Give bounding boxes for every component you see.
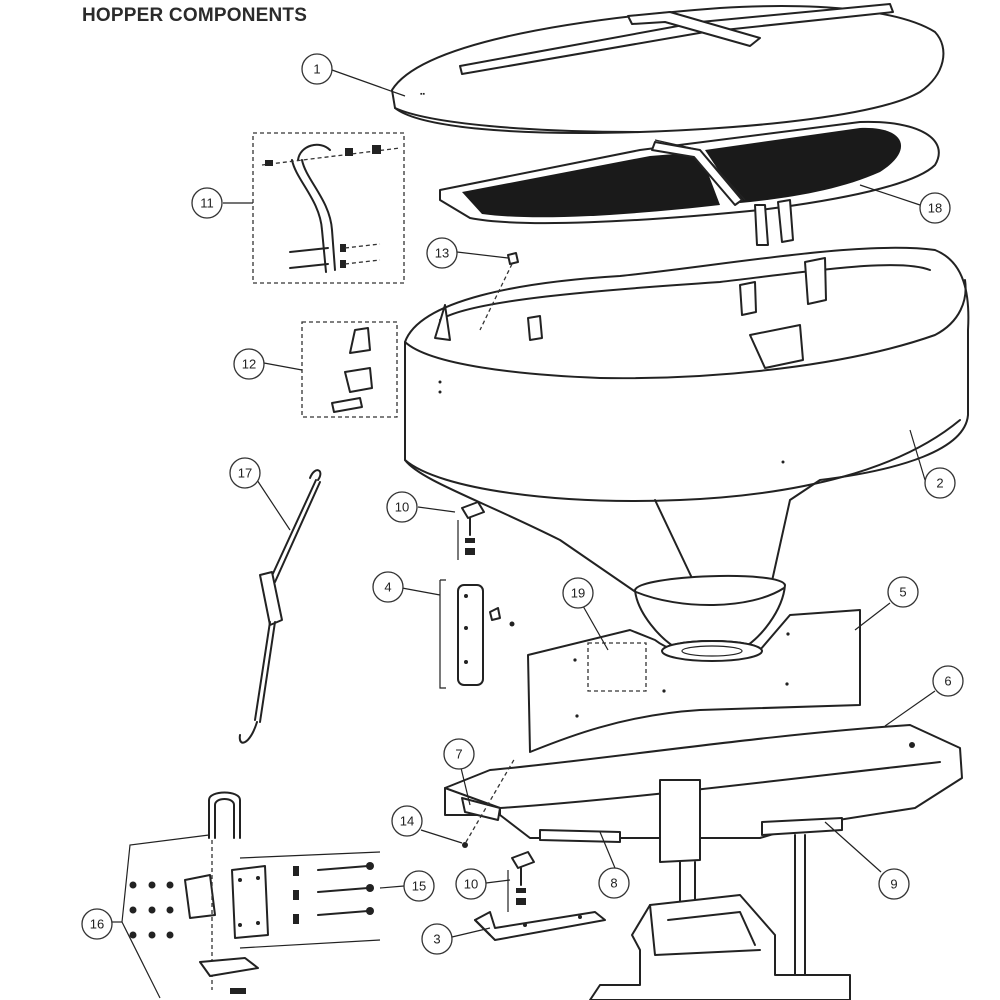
screw-13 bbox=[479, 252, 519, 331]
svg-text:8: 8 bbox=[610, 876, 617, 891]
callout-10-lower: 10 bbox=[455, 868, 487, 900]
callout-17: 17 bbox=[229, 457, 261, 489]
svg-text:5: 5 bbox=[899, 585, 906, 600]
callout-9: 9 bbox=[878, 868, 910, 900]
callout-16: 16 bbox=[81, 908, 113, 940]
u-bolt-kit bbox=[129, 791, 259, 994]
clamp-plate-kit bbox=[184, 851, 381, 949]
callout-19: 19 bbox=[562, 577, 594, 609]
svg-text:17: 17 bbox=[238, 466, 252, 481]
diagram-title: HOPPER COMPONENTS bbox=[82, 5, 308, 26]
svg-text:18: 18 bbox=[928, 201, 942, 216]
svg-text:15: 15 bbox=[412, 879, 426, 894]
callout-1: 1 bbox=[301, 53, 333, 85]
callout-5: 5 bbox=[887, 576, 919, 608]
svg-text:2: 2 bbox=[936, 476, 943, 491]
callout-18: 18 bbox=[919, 192, 951, 224]
callout-2: 2 bbox=[924, 467, 956, 499]
base-mount bbox=[589, 894, 851, 1000]
svg-text:10: 10 bbox=[395, 500, 409, 515]
knob-bolt-upper bbox=[457, 501, 485, 560]
callout-6: 6 bbox=[932, 665, 964, 697]
spacer-block bbox=[439, 579, 515, 689]
hopper-lid: ▪▪ bbox=[391, 3, 945, 134]
hopper-frame bbox=[444, 724, 963, 1000]
decal-area bbox=[587, 642, 647, 692]
bungee-strap bbox=[238, 469, 322, 744]
svg-text:11: 11 bbox=[200, 196, 214, 211]
svg-text:16: 16 bbox=[90, 917, 104, 932]
svg-text:1: 1 bbox=[313, 62, 320, 77]
callout-3: 3 bbox=[421, 923, 453, 955]
hopper-screen bbox=[439, 120, 940, 246]
callout-7: 7 bbox=[443, 738, 475, 770]
svg-text:9: 9 bbox=[890, 877, 897, 892]
callout-13: 13 bbox=[426, 237, 458, 269]
callout-10-upper: 10 bbox=[386, 491, 418, 523]
callout-4: 4 bbox=[372, 571, 404, 603]
svg-text:3: 3 bbox=[433, 932, 440, 947]
svg-text:14: 14 bbox=[400, 814, 414, 829]
svg-text:▪▪: ▪▪ bbox=[420, 91, 425, 98]
handle-kit bbox=[252, 132, 405, 284]
svg-text:19: 19 bbox=[571, 586, 585, 601]
mounting-plate bbox=[527, 609, 861, 753]
callout-15: 15 bbox=[403, 870, 435, 902]
svg-text:7: 7 bbox=[455, 747, 462, 762]
callout-14: 14 bbox=[391, 805, 423, 837]
svg-text:10: 10 bbox=[464, 877, 478, 892]
hopper-body bbox=[404, 246, 970, 662]
callout-12: 12 bbox=[233, 348, 265, 380]
bracket-3 bbox=[474, 911, 606, 941]
knob-bolt-lower bbox=[507, 851, 535, 912]
svg-text:13: 13 bbox=[435, 246, 449, 261]
screw-14 bbox=[462, 757, 516, 848]
callout-8: 8 bbox=[598, 867, 630, 899]
callout-11: 11 bbox=[191, 187, 223, 219]
svg-text:4: 4 bbox=[384, 580, 391, 595]
svg-text:6: 6 bbox=[944, 674, 951, 689]
leader-lines bbox=[112, 69, 936, 999]
latch-kit bbox=[301, 321, 398, 418]
svg-text:12: 12 bbox=[242, 357, 256, 372]
